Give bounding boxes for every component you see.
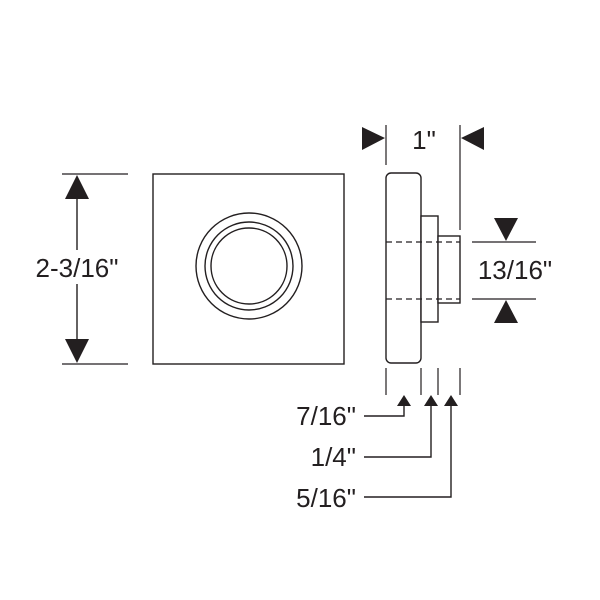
- inner-hole: [210, 227, 288, 305]
- depth-arrow-right: [461, 127, 484, 150]
- side-tube: [437, 235, 461, 304]
- side-step: [420, 215, 439, 323]
- side-flange: [385, 172, 422, 364]
- height-arrow-top: [65, 175, 89, 199]
- step-thickness-leader: [364, 406, 432, 458]
- tube-diameter-label: 13/16": [478, 255, 552, 285]
- flange-thickness-arrow: [397, 395, 411, 406]
- height-dimension: 2-3/16": [18, 173, 136, 365]
- front-view: [152, 173, 345, 365]
- depth-dimension: 1": [362, 125, 484, 230]
- tube-diameter-dimension: 13/16": [472, 218, 552, 323]
- tube-arrow-bottom: [494, 300, 518, 323]
- depth-label: 1": [412, 125, 436, 155]
- step-thickness-arrow: [424, 395, 438, 406]
- flange-thickness-label: 7/16": [296, 401, 356, 431]
- height-arrow-bottom: [65, 339, 89, 363]
- tube-length-label: 5/16": [296, 483, 356, 513]
- step-thickness-callout: 1/4": [311, 395, 438, 472]
- tube-length-arrow: [444, 395, 458, 406]
- depth-arrow-left: [362, 127, 385, 150]
- tube-length-callout: 5/16": [296, 395, 458, 513]
- height-label-backdrop: [18, 250, 136, 284]
- thickness-extensions: [385, 368, 461, 395]
- flange-thickness-callout: 7/16": [296, 395, 411, 431]
- tube-length-leader: [364, 406, 452, 498]
- flange-thickness-leader: [364, 406, 405, 417]
- tube-arrow-top: [494, 218, 518, 241]
- side-view: [385, 172, 461, 364]
- step-thickness-label: 1/4": [311, 442, 356, 472]
- height-label: 2-3/16": [36, 253, 119, 283]
